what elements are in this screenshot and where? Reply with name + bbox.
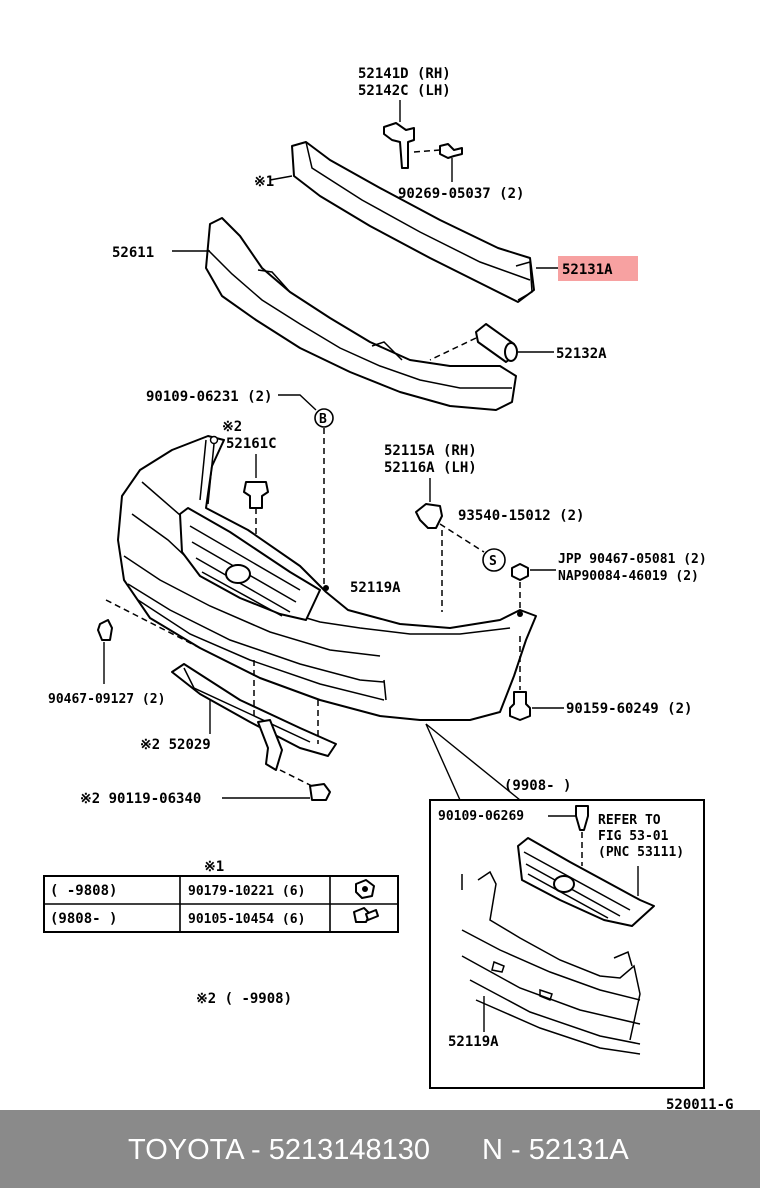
footer-part-number: TOYOTA - 5213148130 xyxy=(128,1134,431,1166)
svg-text:S: S xyxy=(489,554,497,569)
label-90109-06269: 90109-06269 xyxy=(438,809,524,824)
label-inset-52119a: 52119A xyxy=(448,1034,499,1050)
absorber-52611[interactable] xyxy=(205,217,517,411)
label-52115a: 52115A (RH) xyxy=(384,443,477,459)
bolt-90119-06340[interactable] xyxy=(309,783,331,801)
table-row-1-range: ( -9808) xyxy=(50,883,117,899)
label-52131a[interactable]: 52131A xyxy=(562,262,613,278)
parts-diagram: 52141D (RH) 52142C (LH) 90269-05037 (2) … xyxy=(43,66,733,1110)
bolt-90467-09127[interactable] xyxy=(97,619,113,641)
table-title: ※1 xyxy=(204,859,224,875)
label-52161c: 52161C xyxy=(226,436,277,452)
label-inset-range: (9908- ) xyxy=(504,778,571,794)
mark-b: B xyxy=(314,408,334,428)
label-90467-09127: 90467-09127 (2) xyxy=(48,692,165,707)
label-52141d: 52141D (RH) xyxy=(358,66,451,82)
inset-box: 90109-06269 REFER TO FIG 53-01 (PNC 5311… xyxy=(429,799,705,1089)
table-row-2-part: 90105-10454 (6) xyxy=(188,912,305,927)
bolt-90159-60249[interactable] xyxy=(509,691,531,721)
reinforcement-52131a[interactable] xyxy=(291,141,535,303)
bracket-52141d[interactable] xyxy=(383,122,415,169)
label-pnc: (PNC 53111) xyxy=(598,845,684,860)
label-93540: 93540-15012 (2) xyxy=(458,508,584,524)
label-52029: ※2 52029 xyxy=(140,737,211,753)
label-52132a: 52132A xyxy=(556,346,607,362)
label-52116a: 52116A (LH) xyxy=(384,460,477,476)
table-row-1-part: 90179-10221 (6) xyxy=(188,884,305,899)
label-note1-top: ※1 xyxy=(254,174,274,190)
screw-icon xyxy=(353,907,379,923)
fastener-table: ( -9808) 90179-10221 (6) (9808- ) 90105-… xyxy=(43,875,399,933)
label-note2-top: ※2 xyxy=(222,419,242,435)
label-52142c: 52142C (LH) xyxy=(358,83,451,99)
label-fig: FIG 53-01 xyxy=(598,829,669,844)
nut-icon xyxy=(355,879,375,899)
bumper-cover-52119a[interactable] xyxy=(117,435,537,721)
label-90159: 90159-60249 (2) xyxy=(566,701,692,717)
label-90109-06231: 90109-06231 (2) xyxy=(146,389,272,405)
footer-bar: TOYOTA - 5213148130 N - 52131A xyxy=(0,1110,760,1188)
table-row-2-range: (9808- ) xyxy=(50,911,117,927)
label-52611: 52611 xyxy=(112,245,154,261)
nut-90467-05081[interactable] xyxy=(511,563,529,581)
mark-s: S xyxy=(482,548,506,572)
label-nap: NAP90084-46019 (2) xyxy=(558,569,699,584)
label-52119a: 52119A xyxy=(350,580,401,596)
footnote-2: ※2 ( -9908) xyxy=(196,991,292,1007)
figure-code: 520011-G xyxy=(666,1097,733,1110)
label-90119: ※2 90119-06340 xyxy=(80,791,201,807)
clip-52161c[interactable] xyxy=(243,481,269,509)
label-90269: 90269-05037 (2) xyxy=(398,186,524,202)
retainer-52115a[interactable] xyxy=(415,503,443,529)
label-refer-to: REFER TO xyxy=(598,813,661,828)
bolt-90269[interactable] xyxy=(439,143,463,159)
highlight-52131a xyxy=(558,256,638,281)
svg-text:B: B xyxy=(319,412,327,427)
spacer-52132a[interactable] xyxy=(475,323,518,363)
label-jpp: JPP 90467-05081 (2) xyxy=(558,552,707,567)
footer-pnc: N - 52131A xyxy=(482,1134,629,1166)
